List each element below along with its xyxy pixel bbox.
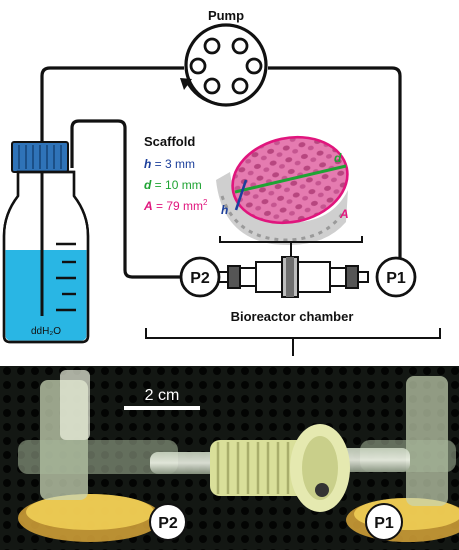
- pump: [180, 23, 268, 107]
- scale-bar-label: 2 cm: [145, 387, 180, 404]
- photo-sensor-p2: P2: [149, 503, 187, 541]
- scaffold-illustration: d h A: [216, 135, 349, 246]
- scaffold-param-d: d = 10 mm: [144, 178, 202, 192]
- photo-left-fitting: [18, 370, 178, 542]
- reservoir-bottle: [2, 141, 90, 344]
- pump-label: Pump: [208, 8, 244, 23]
- water-fill: [5, 250, 87, 341]
- photograph: 2 cm P2 P1: [0, 366, 459, 550]
- scaffold-param-h: h = 3 mm: [144, 157, 195, 171]
- chamber-label: Bioreactor chamber: [231, 309, 354, 324]
- scaffold-title: Scaffold: [144, 134, 195, 149]
- photo-sensor-p2-label: P2: [158, 515, 178, 532]
- photo-sensor-p1: P1: [365, 503, 403, 541]
- reservoir-label: ddH₂O: [31, 326, 61, 337]
- label-d: d: [334, 151, 342, 165]
- scaffold-params: h = 3 mm d = 10 mm A = 79 mm2: [143, 157, 208, 213]
- height-line: [234, 179, 248, 211]
- sensor-p2: P2: [179, 256, 221, 298]
- chamber-bracket: [145, 328, 441, 356]
- scaffold-area-outline: [231, 135, 349, 225]
- diameter-line: [234, 164, 347, 194]
- bioreactor-chamber: [213, 256, 369, 298]
- label-A: A: [339, 207, 349, 221]
- tube-reservoir-to-p2: [70, 119, 182, 279]
- photo-chamber: [210, 424, 350, 512]
- label-h: h: [221, 203, 228, 217]
- tube-reservoir-to-pump: [40, 66, 184, 148]
- sensor-p1: P1: [375, 256, 417, 298]
- scaffold-side-wall: [216, 172, 348, 246]
- photo-sensor-p1-label: P1: [374, 515, 394, 532]
- tube-pump-to-p1: [268, 66, 402, 262]
- sensor-p1-label: P1: [386, 270, 406, 287]
- scaffold-param-a: A = 79 mm2: [143, 198, 208, 213]
- sensor-p2-label: P2: [190, 270, 210, 287]
